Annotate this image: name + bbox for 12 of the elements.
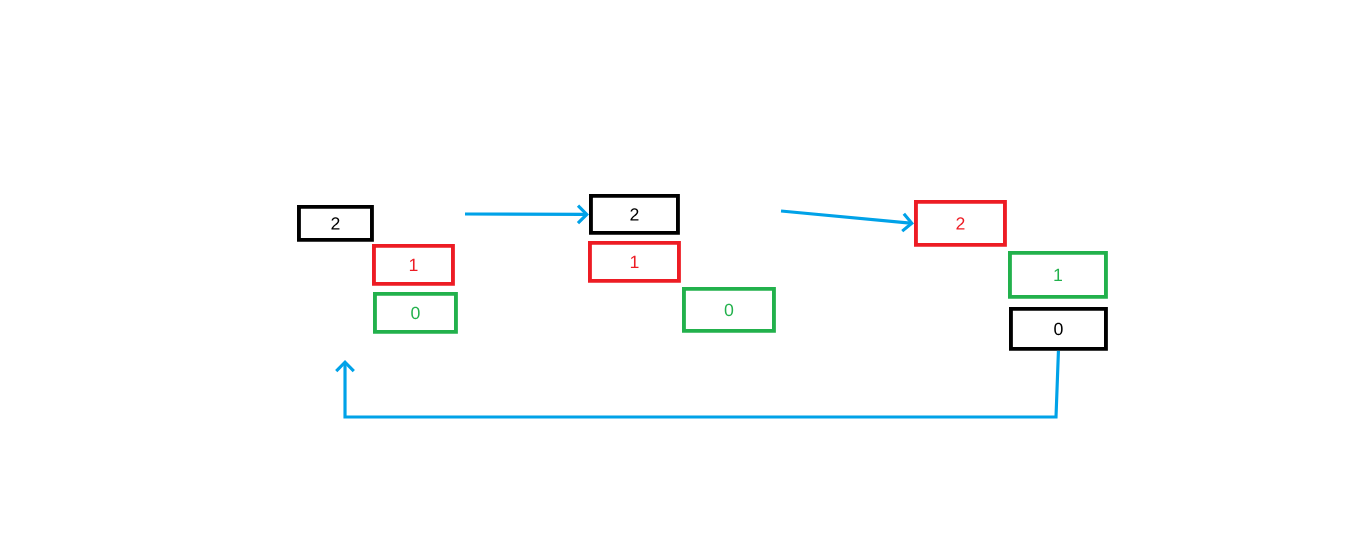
number-box: 1 (1008, 251, 1108, 299)
number-box: 1 (372, 244, 455, 286)
number-box: 2 (297, 205, 374, 242)
number-box: 0 (682, 287, 776, 333)
number-box: 0 (373, 292, 458, 334)
number-box: 1 (588, 241, 681, 283)
number-box: 0 (1009, 307, 1108, 351)
number-box: 2 (914, 200, 1007, 247)
arrow (780, 209, 914, 233)
number-box: 2 (589, 194, 680, 235)
arrow (465, 204, 589, 225)
arrow (335, 350, 1060, 419)
